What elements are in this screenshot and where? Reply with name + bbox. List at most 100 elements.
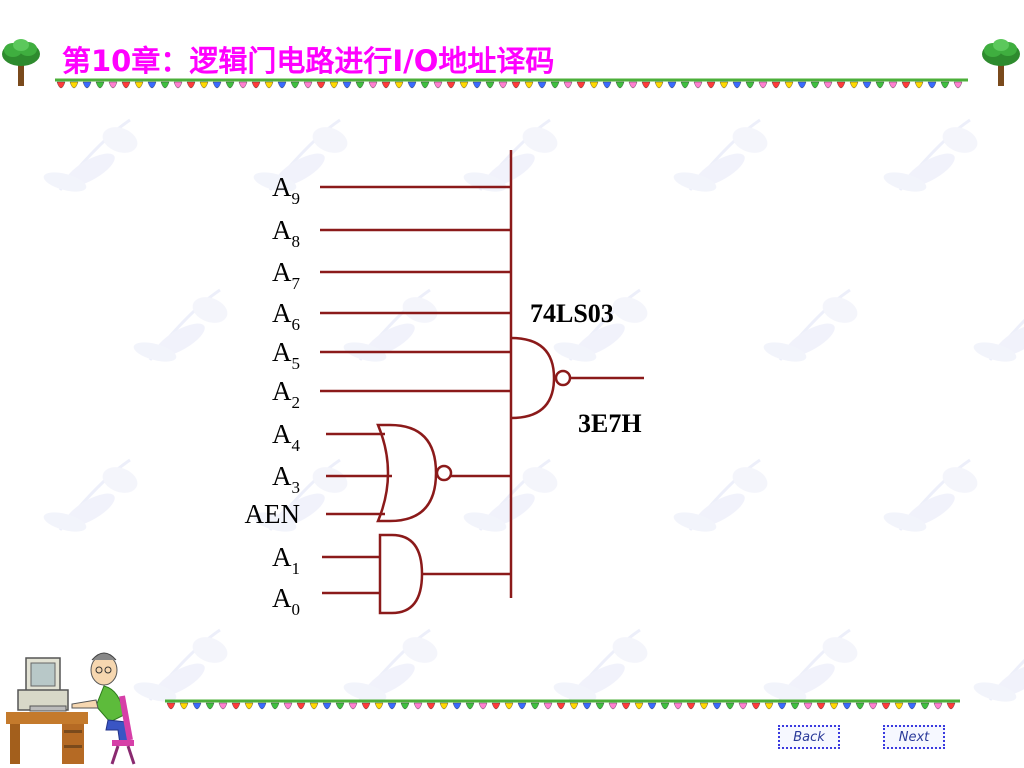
- garland-bulb: [953, 81, 963, 89]
- garland-bulb: [205, 702, 215, 710]
- garland-bulb: [381, 81, 391, 89]
- logic-gates: [376, 336, 572, 615]
- plant-watermark: [673, 458, 768, 532]
- input-label: A5: [272, 337, 300, 373]
- input-label: A8: [272, 215, 300, 251]
- input-label-name: A: [272, 461, 292, 491]
- garland-bulb: [888, 81, 898, 89]
- plant-watermark: [553, 288, 648, 362]
- garland-bulb: [530, 702, 540, 710]
- bottom-garland-decoration: [165, 699, 960, 710]
- garland-bulb: [686, 702, 696, 710]
- garland-bulb: [296, 702, 306, 710]
- garland-bulb: [920, 702, 930, 710]
- garland-bulb: [387, 702, 397, 710]
- garland-bulb: [368, 81, 378, 89]
- garland-bulb: [842, 702, 852, 710]
- garland-bulb: [556, 702, 566, 710]
- tree-icon-right: [982, 39, 1020, 86]
- input-label-subscript: 8: [292, 232, 301, 251]
- plant-watermark-pattern: [43, 118, 1024, 702]
- garland-bulb: [452, 702, 462, 710]
- garland-bulb: [491, 702, 501, 710]
- garland-bulb: [901, 81, 911, 89]
- computer-user-icon: [6, 652, 136, 765]
- garland-bulb: [855, 702, 865, 710]
- plant-watermark: [973, 658, 1024, 702]
- garland-bulb: [426, 702, 436, 710]
- garland-bulb: [147, 81, 157, 89]
- garland-bulb: [56, 81, 66, 89]
- next-button[interactable]: Next: [883, 725, 945, 749]
- plant-watermark: [883, 458, 978, 532]
- garland-bulb: [173, 81, 183, 89]
- garland-bulb: [751, 702, 761, 710]
- chip-label: 74LS03: [530, 299, 614, 328]
- garland-bulb: [108, 81, 118, 89]
- garland-bulb: [407, 81, 417, 89]
- input-label: A4: [272, 419, 301, 455]
- garland-bulb: [894, 702, 904, 710]
- garland-bulb: [257, 702, 267, 710]
- garland-bulb: [745, 81, 755, 89]
- input-label: A0: [272, 583, 300, 619]
- garland-bulb: [563, 81, 573, 89]
- input-label: A7: [272, 257, 301, 293]
- garland-bulb: [569, 702, 579, 710]
- garland-bulb: [121, 81, 131, 89]
- garland-bulb: [186, 81, 196, 89]
- garland-bulb: [179, 702, 189, 710]
- garland-bulb: [69, 81, 79, 89]
- garland-bulb: [264, 81, 274, 89]
- garland-bulb: [582, 702, 592, 710]
- garland-bulb: [875, 81, 885, 89]
- garland-bulb: [758, 81, 768, 89]
- garland-bulb: [517, 702, 527, 710]
- input-label: A1: [272, 542, 300, 578]
- nand-bubble: [435, 464, 453, 482]
- input-label-name: A: [272, 172, 292, 202]
- garland-bulb: [329, 81, 339, 89]
- garland-bulb: [836, 81, 846, 89]
- plant-watermark: [133, 288, 228, 362]
- input-label-name: A: [272, 419, 292, 449]
- plant-watermark: [43, 118, 138, 192]
- garland-bulb: [433, 81, 443, 89]
- input-label: AEN: [245, 499, 301, 529]
- garland-bulb: [270, 702, 280, 710]
- garland-bulb: [95, 81, 105, 89]
- garland-bulb: [797, 81, 807, 89]
- slide-title: 第10章：逻辑门电路进行I/O地址译码: [62, 44, 555, 78]
- garland-bulb: [212, 81, 222, 89]
- garland-bulb: [524, 81, 534, 89]
- garland-bulb: [706, 81, 716, 89]
- garland-bulb: [283, 702, 293, 710]
- garland-bulb: [166, 702, 176, 710]
- output-address-label: 3E7H: [578, 409, 642, 438]
- garland-bulb: [634, 702, 644, 710]
- circuit-wires: [320, 150, 644, 598]
- garland-bulb: [829, 702, 839, 710]
- garland-bulb: [940, 81, 950, 89]
- plant-watermark: [763, 628, 858, 702]
- back-button[interactable]: Back: [778, 725, 840, 749]
- input-label-name: A: [272, 542, 292, 572]
- garland-bulb: [244, 702, 254, 710]
- garland-bulb: [459, 81, 469, 89]
- garland-bulb: [446, 81, 456, 89]
- plant-watermark: [673, 118, 768, 192]
- garland-bulb: [589, 81, 599, 89]
- garland-bulb: [764, 702, 774, 710]
- garland-bulb: [303, 81, 313, 89]
- garland-bulb: [784, 81, 794, 89]
- main-nand-gate: [510, 336, 556, 420]
- input-label: A3: [272, 461, 300, 497]
- garland-bulb: [439, 702, 449, 710]
- garland-bulb: [914, 81, 924, 89]
- garland-bulb: [628, 81, 638, 89]
- garland-bulb: [374, 702, 384, 710]
- garland-bulb: [537, 81, 547, 89]
- input-label-subscript: 2: [292, 393, 301, 412]
- garland-bulb: [231, 702, 241, 710]
